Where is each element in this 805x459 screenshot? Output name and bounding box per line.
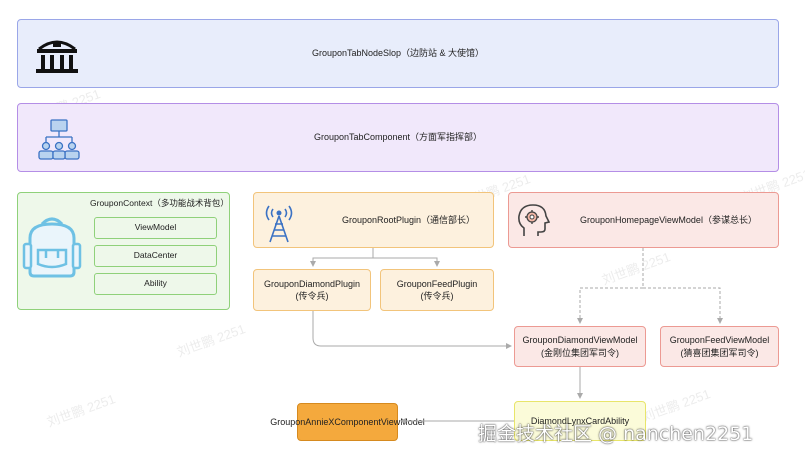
diamond-plugin-role: (传令兵) bbox=[295, 291, 329, 301]
root-plugin-node[interactable]: GrouponRootPlugin（通信部长） bbox=[253, 192, 494, 248]
org-hierarchy-icon bbox=[38, 119, 80, 160]
component-node[interactable]: GrouponTabComponent（方面军指挥部） bbox=[17, 103, 779, 172]
component-label: GrouponTabComponent（方面军指挥部） bbox=[313, 132, 483, 143]
viewmodel-label: ViewModel bbox=[134, 222, 177, 233]
lynx-ability-node[interactable]: DiamondLynxCardAbility bbox=[514, 401, 646, 441]
datacenter-label: DataCenter bbox=[133, 250, 178, 261]
context-label: GrouponContext（多功能战术背包） bbox=[90, 198, 229, 208]
backpack-icon bbox=[22, 217, 82, 278]
diamond-plugin-node[interactable]: GrouponDiamondPlugin (传令兵) bbox=[253, 269, 371, 311]
diamond-vm-role: (金刚位集团军司令) bbox=[541, 347, 619, 358]
feed-plugin-name: GrouponFeedPlugin bbox=[396, 278, 478, 289]
annie-vm-node[interactable]: GrouponAnnieXComponentViewModel bbox=[270, 403, 425, 441]
homepage-vm-node[interactable]: GrouponHomepageViewModel（参谋总长） bbox=[508, 192, 779, 248]
edge-homepage-to-feed-vm bbox=[643, 287, 723, 324]
embassy-building-icon bbox=[36, 40, 78, 73]
slop-label: GrouponTabNodeSlop（边防站 & 大使馆） bbox=[311, 48, 485, 59]
edge-root-to-feed-plugin bbox=[373, 257, 440, 267]
feed-plugin-role: (传令兵) bbox=[420, 291, 454, 301]
watermark: 刘世鹏 2251 bbox=[599, 249, 673, 288]
viewmodel-item[interactable]: ViewModel bbox=[94, 217, 217, 239]
lynx-ability-label: DiamondLynxCardAbility bbox=[530, 415, 630, 426]
root-plugin-label: GrouponRootPlugin（通信部长） bbox=[341, 214, 476, 225]
edge-root-to-diamond-plugin bbox=[310, 248, 374, 267]
datacenter-item[interactable]: DataCenter bbox=[94, 245, 217, 267]
homepage-vm-label: GrouponHomepageViewModel（参谋总长） bbox=[580, 214, 757, 225]
watermark: 刘世鹏 2251 bbox=[174, 321, 248, 360]
feed-vm-name: GrouponFeedViewModel bbox=[669, 335, 770, 346]
brain-gear-icon bbox=[518, 204, 550, 236]
brand-watermark: 掘金技术社区 @ nanchen2251 bbox=[478, 423, 754, 445]
watermark: 刘世鹏 2251 bbox=[44, 391, 118, 430]
edge-diamond-plugin-to-vm bbox=[312, 311, 512, 349]
feed-plugin-node[interactable]: GrouponFeedPlugin (传令兵) bbox=[380, 269, 494, 311]
radio-tower-icon bbox=[265, 205, 293, 243]
annie-vm-label: GrouponAnnieXComponentViewModel bbox=[270, 416, 425, 427]
ability-label: Ability bbox=[144, 278, 167, 289]
diamond-plugin-name: GrouponDiamondPlugin bbox=[263, 278, 361, 289]
diamond-vm-name: GrouponDiamondViewModel bbox=[522, 335, 638, 346]
diamond-vm-node[interactable]: GrouponDiamondViewModel (金刚位集团军司令) bbox=[514, 326, 646, 367]
feed-vm-node[interactable]: GrouponFeedViewModel (猜喜团集团军司令) bbox=[660, 326, 779, 367]
ability-item[interactable]: Ability bbox=[94, 273, 217, 295]
slop-node[interactable]: GrouponTabNodeSlop（边防站 & 大使馆） bbox=[17, 19, 779, 88]
feed-vm-role: (猜喜团集团军司令) bbox=[680, 347, 759, 358]
